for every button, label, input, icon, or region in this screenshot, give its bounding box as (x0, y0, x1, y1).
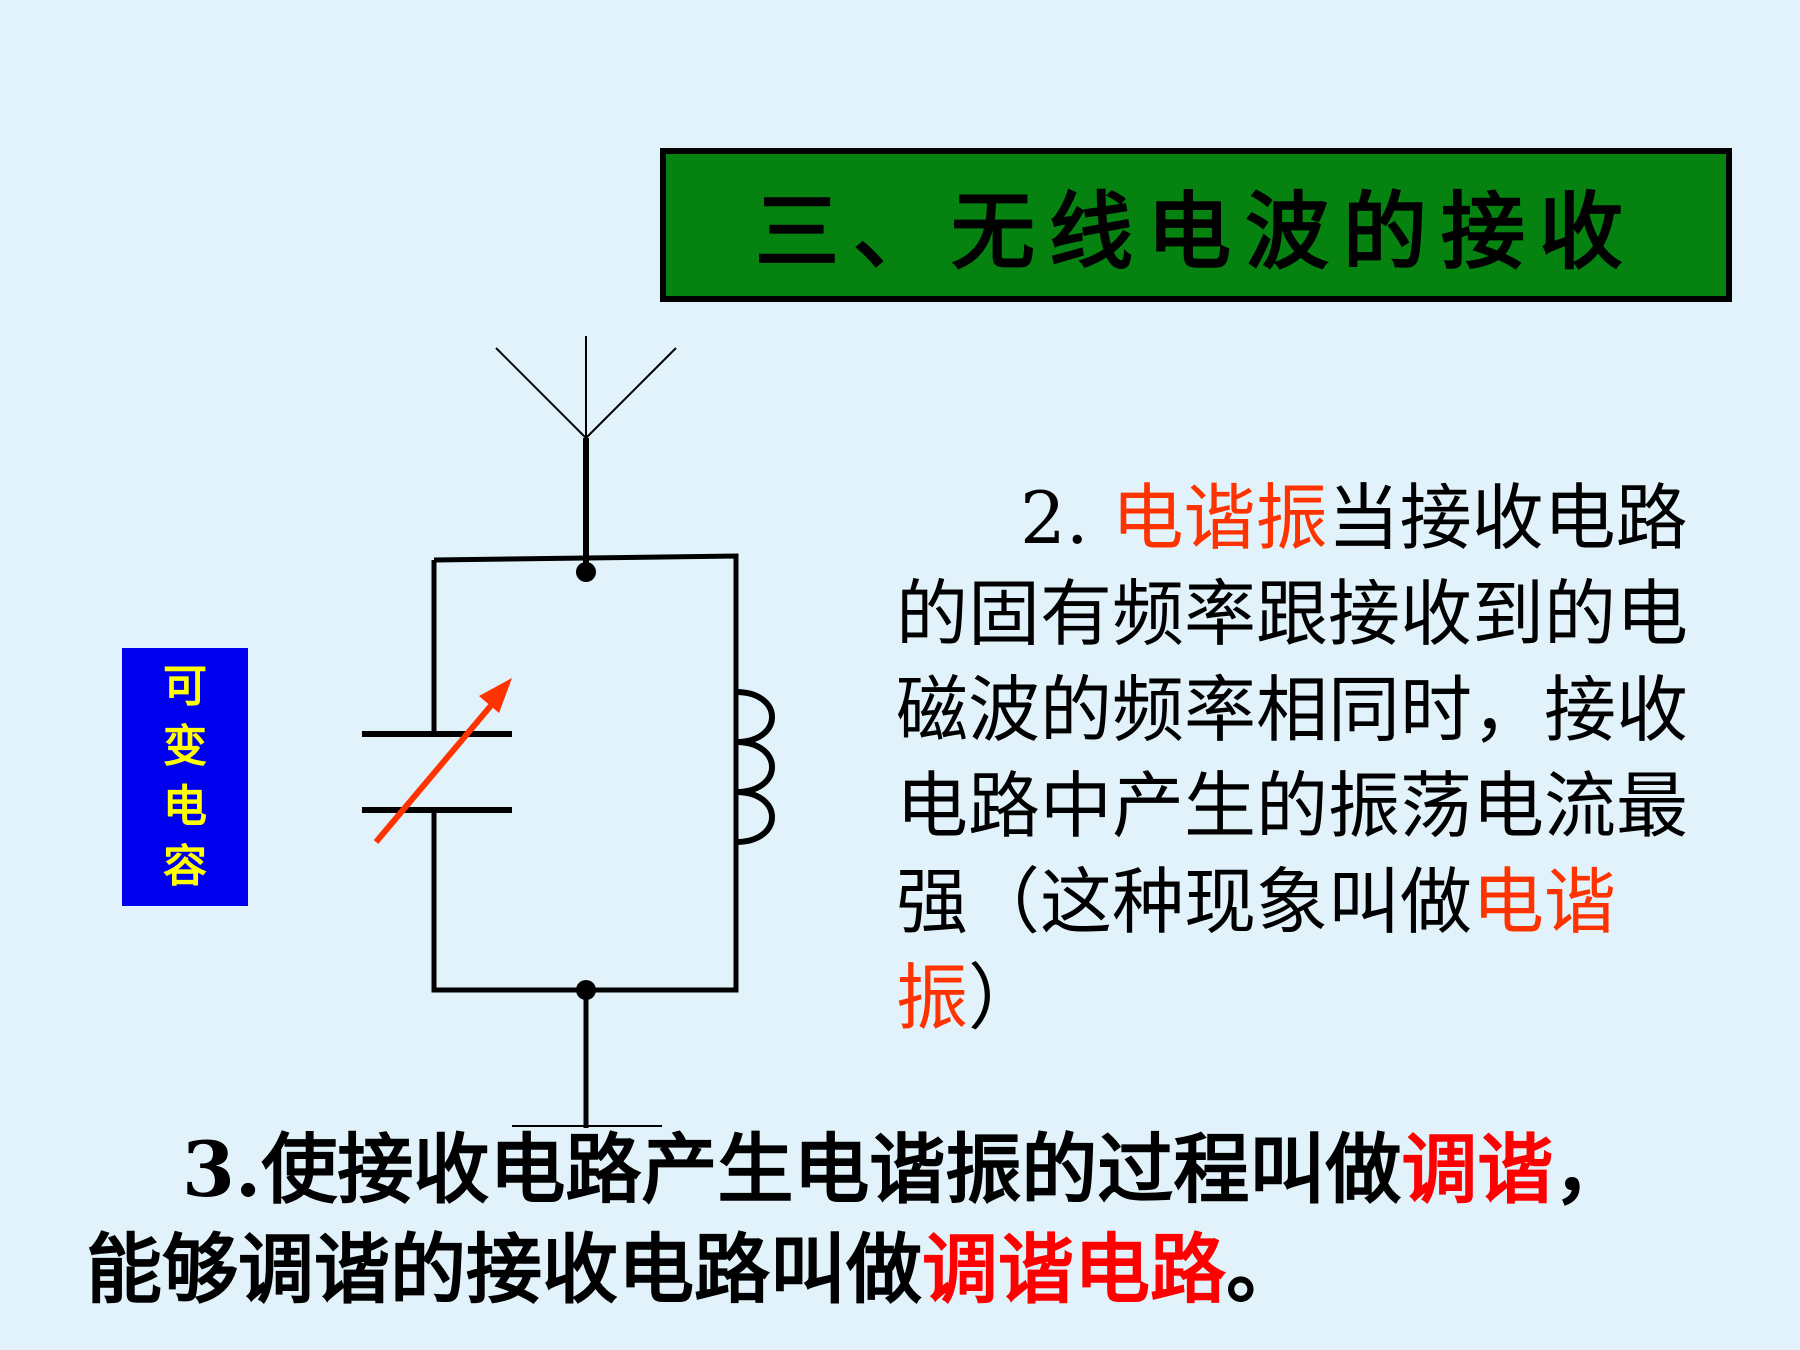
point-3-comma: ， (1553, 1125, 1630, 1214)
point-3-paragraph: 3.使接收电路产生电谐振的过程叫做调谐， 能够调谐的接收电路叫做调谐电路。 (86, 1120, 1766, 1320)
point-3-number: 3. (182, 1125, 262, 1214)
label-char-1: 可 (163, 661, 207, 712)
circuit-wires (431, 553, 739, 1128)
inductor-coil (735, 689, 775, 845)
point-3-line-1: 3.使接收电路产生电谐振的过程叫做调谐， (86, 1120, 1766, 1220)
variable-arrow-icon (373, 678, 512, 844)
junction-top (576, 562, 596, 582)
point-2-paragraph: 2. 电谐振当接收电路的固有频率跟接收到的电磁波的频率相同时，接收电路中产生的振… (896, 470, 1756, 1046)
point-2-number: 2. (1020, 476, 1112, 560)
point-3-line-2: 能够调谐的接收电路叫做调谐电路。 (86, 1220, 1766, 1320)
label-char-2: 变 (163, 721, 207, 772)
point-2-text: 当接收电路的固有频率跟接收到的电磁波的频率相同时，接收电路中产生的振荡电流最强（… (896, 476, 1689, 944)
point-3-text-2: 能够调谐的接收电路叫做 (86, 1225, 922, 1314)
point-2-close: ） (968, 956, 1041, 1040)
slide-title: 三、无线电波的接收 (660, 148, 1732, 302)
term-electric-resonance: 电谐振 (1111, 476, 1328, 560)
label-char-4: 容 (163, 841, 207, 892)
term-tuning: 调谐 (1401, 1125, 1554, 1214)
junction-bottom (576, 980, 596, 1000)
variable-capacitor-label: 可 变 电 容 (122, 648, 248, 906)
term-electric-resonance-repeat: 电谐振 (896, 860, 1617, 1040)
term-tuning-circuit: 调谐电路 (922, 1225, 1226, 1314)
label-char-3: 电 (163, 781, 207, 832)
point-3-text-1: 使接收电路产生电谐振的过程叫做 (261, 1125, 1402, 1214)
antenna-icon (495, 336, 677, 572)
capacitor-plates (362, 731, 512, 813)
point-3-period: 。 (1226, 1225, 1302, 1314)
